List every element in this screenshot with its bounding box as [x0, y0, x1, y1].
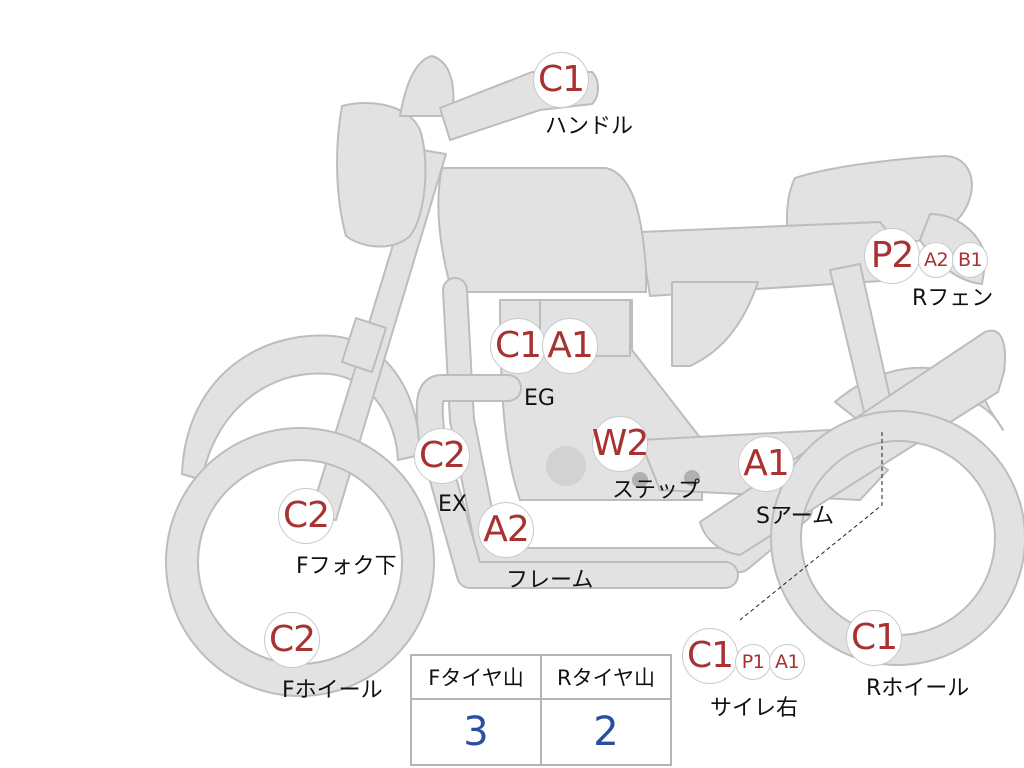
- badge-ex-0: C2: [414, 428, 470, 484]
- badge-muffler-right-2: A1: [769, 644, 805, 680]
- table-header-rear: Rタイヤ山: [542, 656, 670, 700]
- badge-f-wheel-0: C2: [264, 612, 320, 668]
- badge-r-fender-1: A2: [918, 242, 954, 278]
- label-eg: EG: [524, 386, 555, 411]
- label-r-fender: Rフェン: [912, 286, 994, 311]
- badge-muffler-right-1: P1: [735, 644, 771, 680]
- table-value-front: 3: [412, 700, 542, 764]
- headlight: [336, 102, 427, 248]
- footpeg-rear: [684, 470, 700, 486]
- label-muffler-right: サイレ右: [710, 696, 799, 721]
- tire-tread-table: Fタイヤ山 Rタイヤ山 3 2: [410, 654, 672, 766]
- engine-cover: [546, 446, 586, 486]
- badge-r-wheel-0: C1: [846, 610, 902, 666]
- fork-boot: [341, 317, 387, 373]
- badge-f-fork-lower-0: C2: [278, 488, 334, 544]
- table-value-rear: 2: [593, 709, 619, 755]
- footpeg-front: [632, 472, 648, 488]
- badge-handle-0: C1: [533, 52, 589, 108]
- label-r-wheel: Rホイール: [866, 676, 970, 701]
- label-ex: EX: [438, 492, 467, 517]
- table-header-front: Fタイヤ山: [412, 656, 542, 700]
- label-frame: フレーム: [506, 568, 594, 593]
- badge-eg-1: A1: [542, 318, 598, 374]
- label-s-arm: Sアーム: [756, 504, 834, 529]
- fuel-tank: [437, 167, 647, 293]
- label-f-fork-lower: Fフォク下: [296, 554, 397, 579]
- handlebar: [399, 55, 455, 117]
- badge-r-fender-0: P2: [864, 228, 920, 284]
- badge-step-0: W2: [592, 416, 649, 472]
- label-step: ステップ: [612, 478, 701, 503]
- badge-eg-0: C1: [490, 318, 546, 374]
- badge-muffler-right-0: C1: [682, 628, 738, 684]
- badge-frame-0: A2: [478, 502, 534, 558]
- leader-line: [739, 432, 883, 621]
- label-f-wheel: Fホイール: [282, 678, 383, 703]
- side-cover: [671, 281, 759, 367]
- label-handle: ハンドル: [545, 114, 634, 139]
- badge-s-arm-0: A1: [738, 436, 794, 492]
- badge-r-fender-2: B1: [952, 242, 988, 278]
